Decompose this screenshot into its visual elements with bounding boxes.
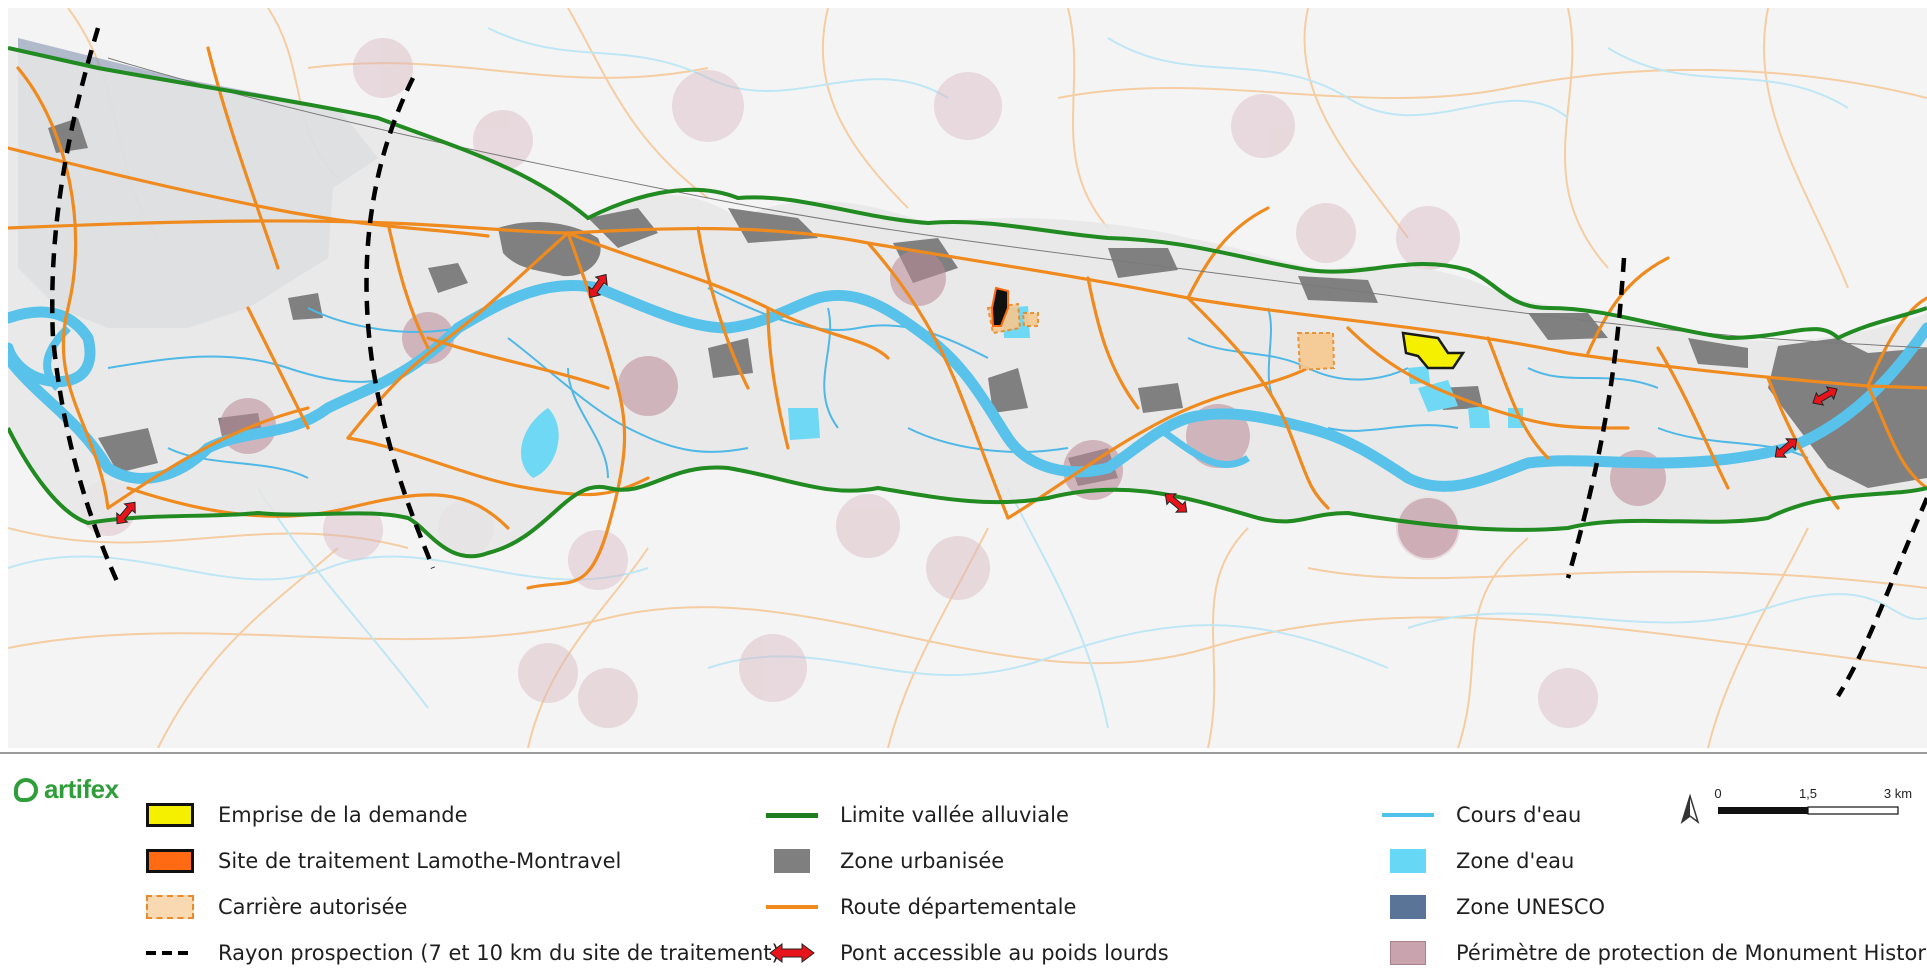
gray-box-icon [766, 848, 818, 874]
background-streams [8, 27, 1927, 729]
valley-limit-north [8, 46, 1927, 341]
orange-line-icon [766, 894, 818, 920]
legend-item-rayon: Rayon prospection (7 et 10 km du site de… [144, 930, 780, 976]
background-roads [8, 8, 1927, 748]
red-double-arrow-icon [766, 940, 818, 966]
orange-box-icon [144, 848, 196, 874]
legend-column-3: Cours d'eau Zone d'eau Zone UNESCO Périm… [1382, 792, 1927, 976]
legend-label-limite: Limite vallée alluviale [840, 803, 1069, 827]
green-line-icon [766, 802, 818, 828]
legend-item-urbanisee: Zone urbanisée [766, 838, 1169, 884]
artifex-logo: artifex [14, 774, 119, 805]
logo-text: artifex [44, 774, 119, 804]
blue-line-icon [1382, 802, 1434, 828]
legend-item-cours: Cours d'eau [1382, 792, 1927, 838]
legend-label-pont: Pont accessible au poids lourds [840, 941, 1169, 965]
north-arrow-icon [1680, 793, 1700, 824]
scale-bar: 0 1,5 3 km [1670, 784, 1920, 844]
scale-segment-dark [1718, 807, 1808, 814]
legend-item-zoneeau: Zone d'eau [1382, 838, 1927, 884]
light-blue-box-icon [1382, 848, 1434, 874]
legend-label-carriere: Carrière autorisée [218, 895, 408, 919]
legend-column-1: Emprise de la demande Site de traitement… [144, 792, 780, 976]
valley-fill [8, 48, 1927, 557]
legend-column-2: Limite vallée alluviale Zone urbanisée R… [766, 792, 1169, 976]
scale-label-mid: 1,5 [1799, 786, 1817, 801]
legend-item-route: Route départementale [766, 884, 1169, 930]
legend-item-emprise: Emprise de la demande [144, 792, 780, 838]
legend-item-unesco: Zone UNESCO [1382, 884, 1927, 930]
scale-label-end: 3 km [1884, 786, 1912, 801]
legend-label-unesco: Zone UNESCO [1456, 895, 1606, 919]
legend-label-mh: Périmètre de protection de Monument Hist… [1456, 941, 1927, 965]
bridges [116, 273, 1838, 525]
monument-perimeters-valley [220, 250, 1666, 558]
map-legend: artifex Emprise de la demande Site de tr… [0, 752, 1927, 965]
map-canvas[interactable] [8, 8, 1927, 748]
steel-blue-box-icon [1382, 894, 1434, 920]
legend-label-rayon: Rayon prospection (7 et 10 km du site de… [218, 941, 780, 965]
legend-label-emprise: Emprise de la demande [218, 803, 468, 827]
departmental-roads [8, 46, 1927, 590]
map-svg [8, 8, 1927, 748]
scale-segment-light [1807, 806, 1899, 815]
yellow-box-icon [144, 802, 196, 828]
legend-label-cours: Cours d'eau [1456, 803, 1582, 827]
legend-label-urbanisee: Zone urbanisée [840, 849, 1005, 873]
legend-item-carriere: Carrière autorisée [144, 884, 780, 930]
scale-label-0: 0 [1714, 786, 1721, 801]
legend-label-zoneeau: Zone d'eau [1456, 849, 1575, 873]
legend-item-mh: Périmètre de protection de Monument Hist… [1382, 930, 1927, 976]
black-dashed-line-icon [144, 940, 196, 966]
legend-item-pont: Pont accessible au poids lourds [766, 930, 1169, 976]
pink-box-icon [1382, 940, 1434, 966]
request-area [1401, 331, 1466, 370]
artifex-logo-icon [14, 777, 38, 802]
dashed-orange-box-icon [144, 894, 196, 920]
valley-limit-south [8, 427, 1927, 559]
prospection-radius-arcs [49, 27, 1927, 698]
treatment-site [990, 286, 1009, 327]
legend-label-site: Site de traitement Lamothe-Montravel [218, 849, 622, 873]
legend-item-limite: Limite vallée alluviale [766, 792, 1169, 838]
river-loop [1156, 425, 1250, 468]
legend-item-site: Site de traitement Lamothe-Montravel [144, 838, 780, 884]
legend-label-route: Route départementale [840, 895, 1077, 919]
